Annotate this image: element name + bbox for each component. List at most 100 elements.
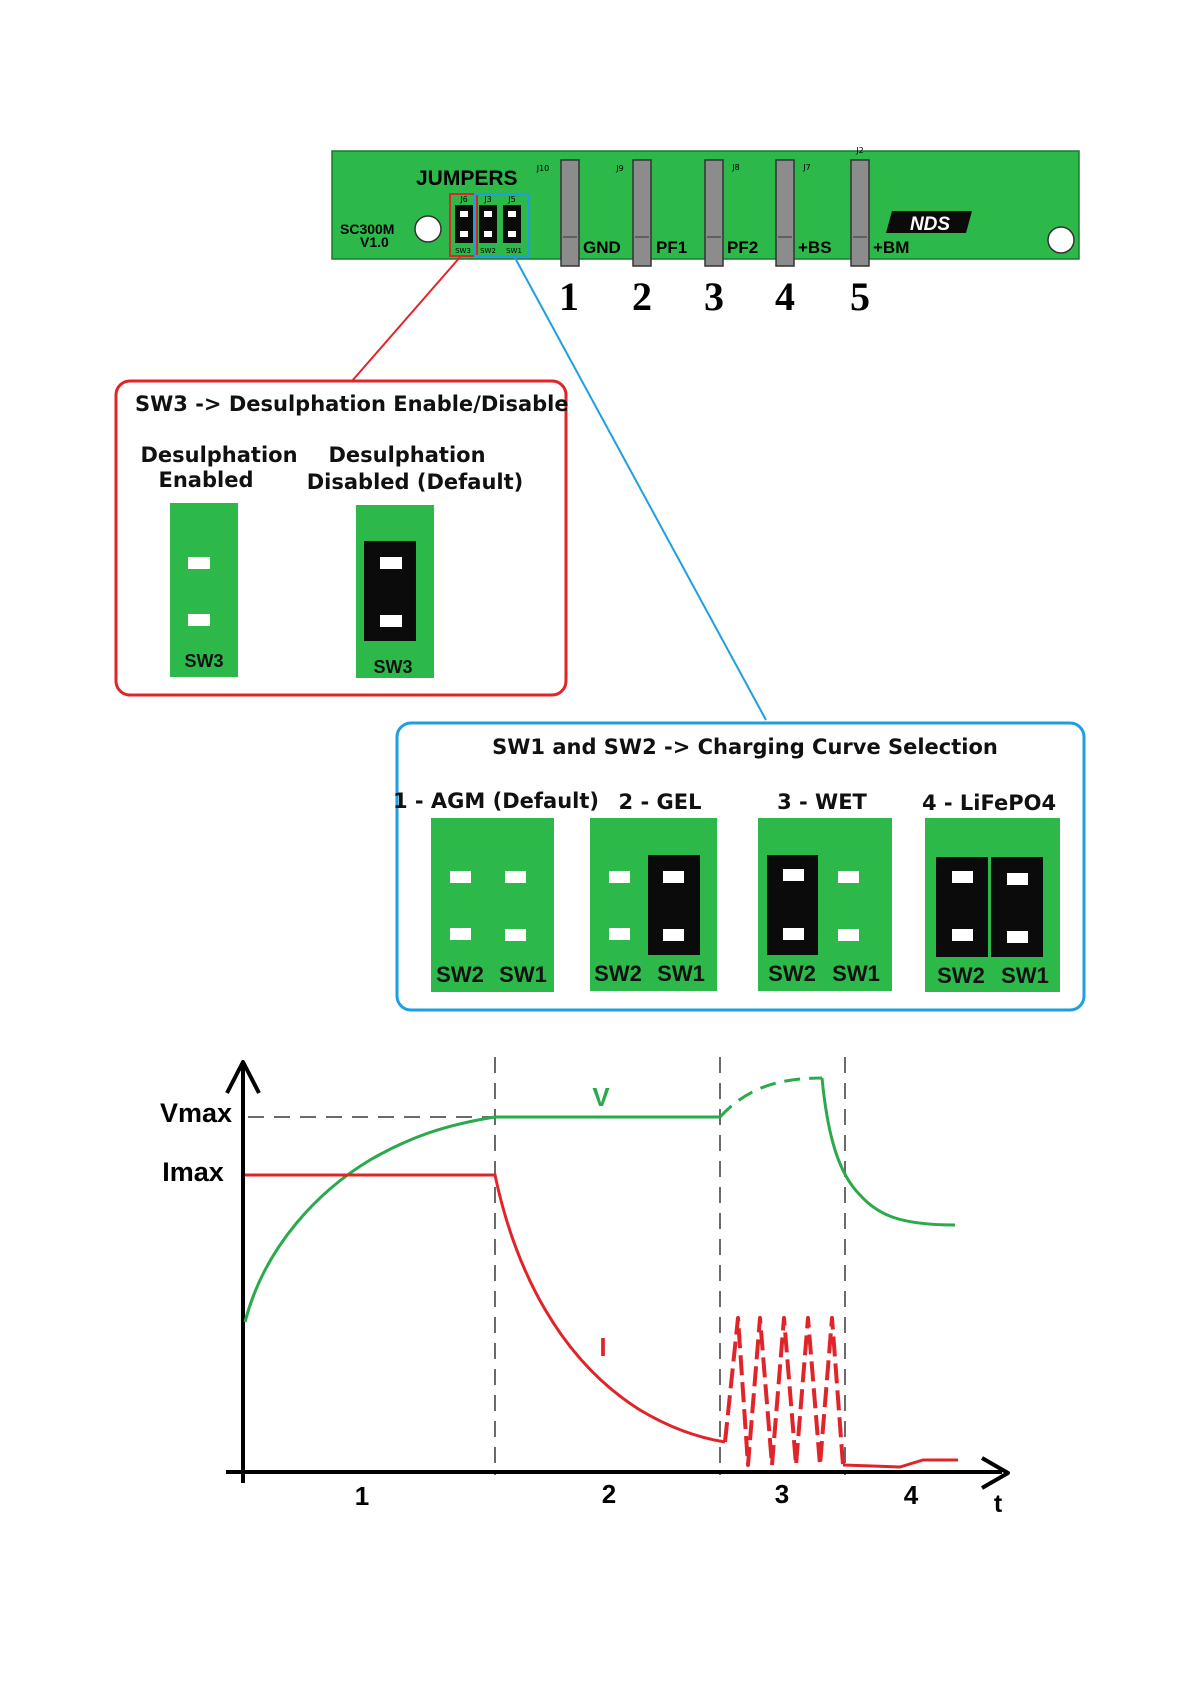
jumper-pin	[188, 614, 210, 626]
current-curve-desulphation-pulses	[723, 1316, 845, 1467]
jumper-switch-label: SW3	[373, 657, 412, 677]
jumper-base	[170, 503, 238, 677]
voltage-label: V	[592, 1082, 610, 1112]
connector-ref: J9	[615, 164, 623, 173]
jumper-pin	[450, 871, 471, 883]
sw1-sw2-highlight-box	[474, 193, 530, 257]
y-axis-arrowhead	[225, 1060, 261, 1094]
curve-selection-panel: SW1 and SW2 -> Charging Curve Selection …	[393, 721, 1086, 1012]
board-jumper-sw2	[479, 205, 497, 243]
jumper-pin	[1007, 873, 1028, 885]
jumper-pin	[609, 871, 630, 883]
connector-post	[560, 159, 580, 267]
nds-logo-badge	[886, 211, 972, 233]
pcb-board: JUMPERS SC300M V1.0 J6 J3 J5 SW3 SW2 SW1	[331, 146, 1080, 267]
jumper-pin	[783, 869, 804, 881]
terminal-number: 4	[775, 274, 795, 319]
jumper-pin	[505, 929, 526, 941]
terminal-number: 3	[704, 274, 724, 319]
sw3-panel: SW3 -> Desulphation Enable/Disable Desul…	[114, 379, 569, 697]
board-pin	[484, 231, 492, 237]
sw3-highlight-box	[449, 193, 478, 257]
switch-label-sw1: SW1	[1001, 963, 1049, 988]
nds-logo: NDS	[886, 211, 972, 235]
jumper-ref-label: J5	[507, 195, 515, 204]
board-pin	[508, 211, 516, 217]
board-version: V1.0	[360, 234, 389, 250]
jumper-pin	[380, 615, 402, 627]
sw3-panel-title: SW3 -> Desulphation Enable/Disable	[135, 392, 569, 416]
mounting-hole-right	[1047, 226, 1075, 254]
jumper-pin	[188, 557, 210, 569]
board-pin	[508, 231, 516, 237]
switch-label-sw1: SW1	[832, 961, 880, 986]
jumper-base	[431, 818, 554, 992]
charging-graph: Vmax Imax t 1 2 3 4 V I	[160, 1057, 1010, 1518]
jumpers-title: JUMPERS	[416, 167, 518, 190]
terminal-label-bm: +BM	[873, 238, 909, 257]
curve-option-label-gel: 2 - GEL	[619, 790, 702, 814]
board-switch-label: SW1	[506, 247, 522, 255]
connector-ref: J2	[855, 146, 863, 155]
sw3-disabled-jumper: SW3	[356, 505, 434, 678]
jumper-pin	[838, 929, 859, 941]
y-label-vmax: Vmax	[160, 1098, 232, 1128]
terminal-number: 2	[632, 274, 652, 319]
mounting-hole-left	[414, 215, 442, 243]
voltage-curve-desulphation	[718, 1076, 823, 1119]
board-jumper-sw3	[455, 205, 473, 243]
sw1-sw2-callout-leader	[513, 255, 767, 721]
phase-label: 1	[355, 1481, 369, 1511]
sw3-enabled-jumper: SW3	[170, 503, 238, 677]
sw3-option-label: Enabled	[159, 468, 254, 492]
connector-post	[632, 159, 652, 267]
y-label-imax: Imax	[162, 1157, 224, 1187]
phase-label: 3	[775, 1479, 789, 1509]
current-label: I	[599, 1332, 606, 1362]
connector-post	[850, 159, 870, 267]
switch-label-sw2: SW2	[768, 961, 816, 986]
voltage-curve-float	[820, 1077, 956, 1227]
jumper-ref-label: J6	[459, 195, 467, 204]
terminal-label-bs: +BS	[798, 238, 832, 257]
terminal-number: 5	[850, 274, 870, 319]
connector-post	[704, 159, 724, 267]
phase-label: 2	[602, 1479, 616, 1509]
curve-option-agm: SW2 SW1	[431, 818, 554, 992]
connector-ref: J7	[802, 163, 810, 172]
phase-label: 4	[904, 1480, 919, 1510]
curve-panel-frame	[395, 721, 1086, 1012]
curve-option-label-wet: 3 - WET	[777, 790, 867, 814]
jumper-switch-label: SW3	[184, 651, 223, 671]
curve-panel-title: SW1 and SW2 -> Charging Curve Selection	[492, 735, 998, 759]
sw3-option-label: Desulphation	[140, 443, 297, 467]
jumper-pin	[1007, 931, 1028, 943]
sw3-option-label: Disabled (Default)	[307, 470, 523, 494]
jumper-pin	[783, 928, 804, 940]
switch-label-sw2: SW2	[436, 962, 484, 987]
jumper-ref-label: J3	[483, 195, 491, 204]
curve-option-wet: SW2 SW1	[758, 818, 892, 991]
board-pin	[460, 231, 468, 237]
connector-ref: J8	[731, 163, 739, 172]
board-jumper-block: J6 J3 J5 SW3 SW2 SW1	[449, 193, 530, 257]
sw3-callout-leader	[351, 255, 462, 382]
switch-label-sw2: SW2	[594, 961, 642, 986]
connector-ref: J10	[536, 164, 550, 173]
board-switch-label: SW3	[455, 247, 471, 255]
current-curve-float	[842, 1458, 958, 1469]
board-connectors: J10 J9 J8 J7 J2 GND PF1 PF2 +BS +BM	[536, 146, 909, 267]
terminal-label-pf1: PF1	[656, 238, 687, 257]
terminal-numbers: 1 2 3 4 5	[559, 274, 870, 319]
jumper-pin	[838, 871, 859, 883]
board-pin	[484, 211, 492, 217]
board-jumper-sw1	[503, 205, 521, 243]
terminal-label-pf2: PF2	[727, 238, 758, 257]
connector-post	[775, 159, 795, 267]
curve-option-gel: SW2 SW1	[590, 818, 717, 991]
sw3-option-label: Desulphation	[328, 443, 485, 467]
jumper-pin	[663, 871, 684, 883]
switch-label-sw2: SW2	[937, 963, 985, 988]
switch-label-sw1: SW1	[499, 962, 547, 987]
terminal-number: 1	[559, 274, 579, 319]
